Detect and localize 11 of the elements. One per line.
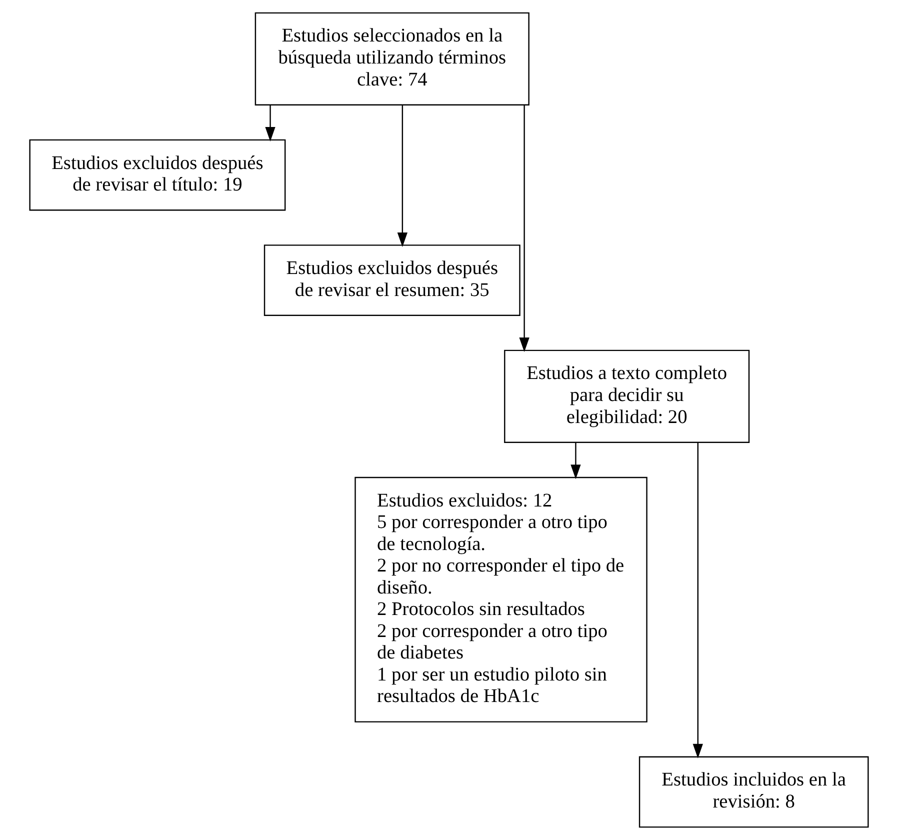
arrow — [518, 105, 529, 352]
arrow — [396, 105, 408, 248]
arrow — [264, 105, 275, 142]
node-box: Estudios incluidos en la revisión: 8 — [638, 756, 868, 828]
node-box: Estudios excluidos: 12 5 por corresponder a otro tipo de tecnología. 2 por no corresponder el tipo de diseño. 2 Protocolos sin resultados 2 por corresponder a otro tipo de diabetes 1 por ser un estudio piloto sin resultados de HbA1c — [354, 476, 647, 722]
node-box: Estudios seleccionados en la búsqueda utilizando términos clave: 74 — [254, 12, 529, 106]
node-box: Estudios excluidos después de revisar el título: 19 — [28, 139, 286, 211]
arrow — [570, 442, 580, 480]
arrow — [692, 442, 702, 758]
node-box: Estudios excluidos después de revisar el resumen: 35 — [263, 244, 520, 316]
node-box: Estudios a texto completo para decidir su elegibilidad: 20 — [504, 350, 750, 443]
